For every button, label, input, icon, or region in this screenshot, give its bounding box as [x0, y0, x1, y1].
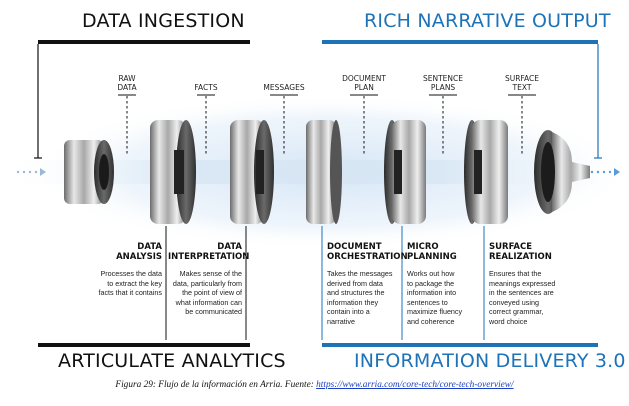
stage-component-output [534, 130, 590, 214]
stage-component-analysis [150, 120, 196, 224]
header-rich-narrative-output: RICH NARRATIVE OUTPUT [364, 10, 611, 32]
caption-source-link[interactable]: https://www.arria.com/core-tech/core-tec… [316, 380, 514, 390]
stage-component-orchestration [306, 120, 342, 224]
stage-label-facts: FACTS [194, 83, 218, 92]
step-micro-planning: MICRO PLANNING Works out how to package … [407, 242, 463, 326]
lower-connectors [165, 226, 247, 340]
step-document-orchestration: DOCUMENT ORCHESTRATION Takes the message… [327, 242, 408, 326]
caption-text: Figura 29: Flujo de la información en Ar… [115, 380, 317, 390]
input-arrow-icon [16, 168, 46, 176]
stage-component-realization [464, 120, 508, 224]
stage-label-messages: MESSAGES [263, 83, 305, 92]
step-data-interpretation: DATA INTERPRETATION Makes sense of the d… [168, 242, 250, 316]
header-data-ingestion: DATA INGESTION [82, 10, 245, 32]
stage-component-planning [384, 120, 426, 224]
upper-connectors [126, 96, 523, 156]
header-bar-left-bottom [38, 343, 250, 347]
step-data-analysis: DATA ANALYSIS Processes the data to extr… [98, 242, 162, 297]
stage-component-input [64, 140, 114, 204]
output-arrow-icon [590, 168, 620, 176]
stage-component-interpretation [230, 120, 274, 224]
header-bar-right-top [322, 40, 598, 44]
header-bar-right-bottom [322, 343, 598, 347]
step-surface-realization: SURFACE REALIZATION Ensures that the mea… [489, 242, 556, 326]
header-bar-left-top [38, 40, 250, 44]
header-articulate-analytics: ARTICULATE ANALYTICS [58, 350, 286, 372]
header-information-delivery: INFORMATION DELIVERY 3.0 [354, 350, 626, 372]
figure-caption: Figura 29: Flujo de la información en Ar… [0, 380, 629, 390]
